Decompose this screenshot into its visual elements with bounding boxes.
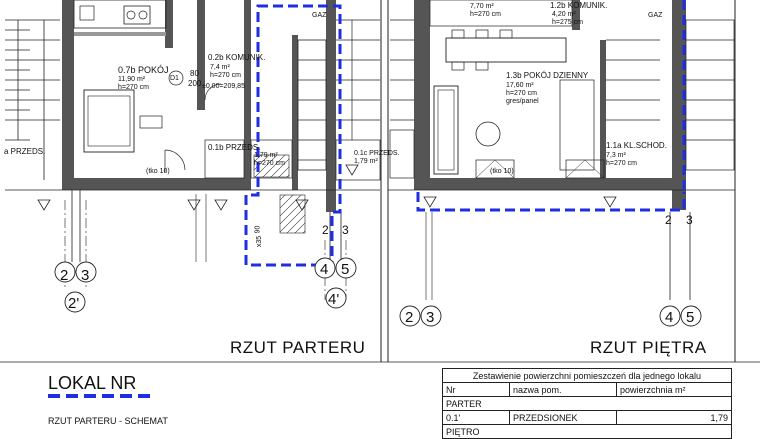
room-height: h=275 cm: [552, 19, 583, 26]
stairs-left: [5, 19, 60, 180]
table-header: nazwa pom.: [509, 382, 617, 397]
lower-section: [0, 361, 760, 398]
room-height: h=270 cm: [606, 160, 637, 167]
table-cell-area: 1,79: [616, 410, 732, 425]
axis-label: 3: [686, 213, 693, 227]
legend-title: LOKAL NR: [48, 373, 137, 393]
room-area: 11,90 m²: [118, 76, 146, 83]
axis-label: 4: [320, 261, 329, 278]
room-label: a PRZEDS.: [4, 147, 46, 156]
axis-label: 3: [81, 267, 90, 284]
area-table: Zestawienie powierzchni pomieszczeń dla …: [442, 368, 732, 439]
dimension: x35: [256, 235, 264, 248]
floor-plan-drawing: [0, 0, 760, 398]
gas-mark: GAZ: [648, 12, 663, 19]
gas-mark: GAZ: [312, 12, 327, 19]
room-height: h=270 cm: [470, 11, 501, 18]
axis-label: 2: [322, 223, 329, 237]
room-height: h=270 cm: [254, 160, 285, 167]
window-mark: (tko 10): [490, 168, 514, 175]
axis-label: 5: [686, 309, 695, 326]
legend-caption: RZUT PARTERU - SCHEMAT: [48, 416, 168, 426]
axis-label: 3: [342, 223, 349, 237]
room-floor: gres/panel: [506, 98, 539, 105]
ground-floor-title: RZUT PARTERU: [230, 338, 366, 357]
room-area: 7,4 m²: [210, 64, 230, 71]
table-cell-name: PRZEDSIONEK: [509, 410, 617, 425]
table-section: PARTER: [442, 396, 732, 411]
room-area: 7,70 m²: [470, 3, 494, 10]
axis-label: 4': [328, 291, 340, 308]
room-label: 1.3b POKÓJ DZIENNY: [506, 71, 589, 80]
axis-label: 5: [341, 261, 350, 278]
table-header: Nr: [442, 382, 510, 397]
door-height: 200: [188, 79, 202, 88]
room-label: 0.1b PRZEDS.: [208, 143, 261, 152]
axis-label: 4: [665, 309, 674, 326]
room-area: 7,3 m²: [606, 152, 626, 159]
axis-label: 2: [60, 267, 69, 284]
room-area: 17,60 m²: [506, 82, 534, 89]
table-section: PIĘTRO: [442, 424, 732, 439]
room-area: 4,20 m²: [552, 11, 576, 18]
axis-label: 2': [68, 295, 80, 312]
room-height: h=270 cm: [506, 90, 537, 97]
room-label: 0.1c PRZEDS.: [354, 150, 400, 157]
level-mark: ±0,00=209,85: [202, 83, 245, 90]
door-width: 80: [190, 69, 199, 78]
upper-floor-plan: [387, 0, 736, 362]
room-label: 0.2b KOMUNIK.: [208, 53, 266, 62]
table-caption: Zestawienie powierzchni pomieszczeń dla …: [442, 368, 732, 383]
door-mark: D1: [170, 75, 179, 82]
axis-label: 2: [405, 309, 414, 326]
axis-label: 3: [426, 309, 435, 326]
room-label: 1.1a KL.SCHOD.: [606, 141, 667, 150]
room-area: 1,79 m²: [354, 158, 378, 165]
room-area: 1,79 m²: [254, 152, 278, 159]
table-cell-nr: 0.1': [442, 410, 510, 425]
upper-floor-title: RZUT PIĘTRA: [590, 338, 707, 357]
lokal-boundary-upper: [416, 192, 686, 212]
ground-floor-plan: [5, 0, 382, 362]
room-label: 0.7b POKÓJ: [118, 65, 169, 75]
room-label: 1.2b KOMUNIK.: [550, 1, 608, 10]
axis-label: 2: [665, 213, 672, 227]
dimension: 90: [254, 225, 262, 234]
room-height: h=270 cm: [118, 84, 149, 91]
table-header: powierzchnia m²: [616, 382, 732, 397]
room-height: h=270 cm: [210, 72, 241, 79]
window-mark: (tko 10): [146, 168, 170, 175]
